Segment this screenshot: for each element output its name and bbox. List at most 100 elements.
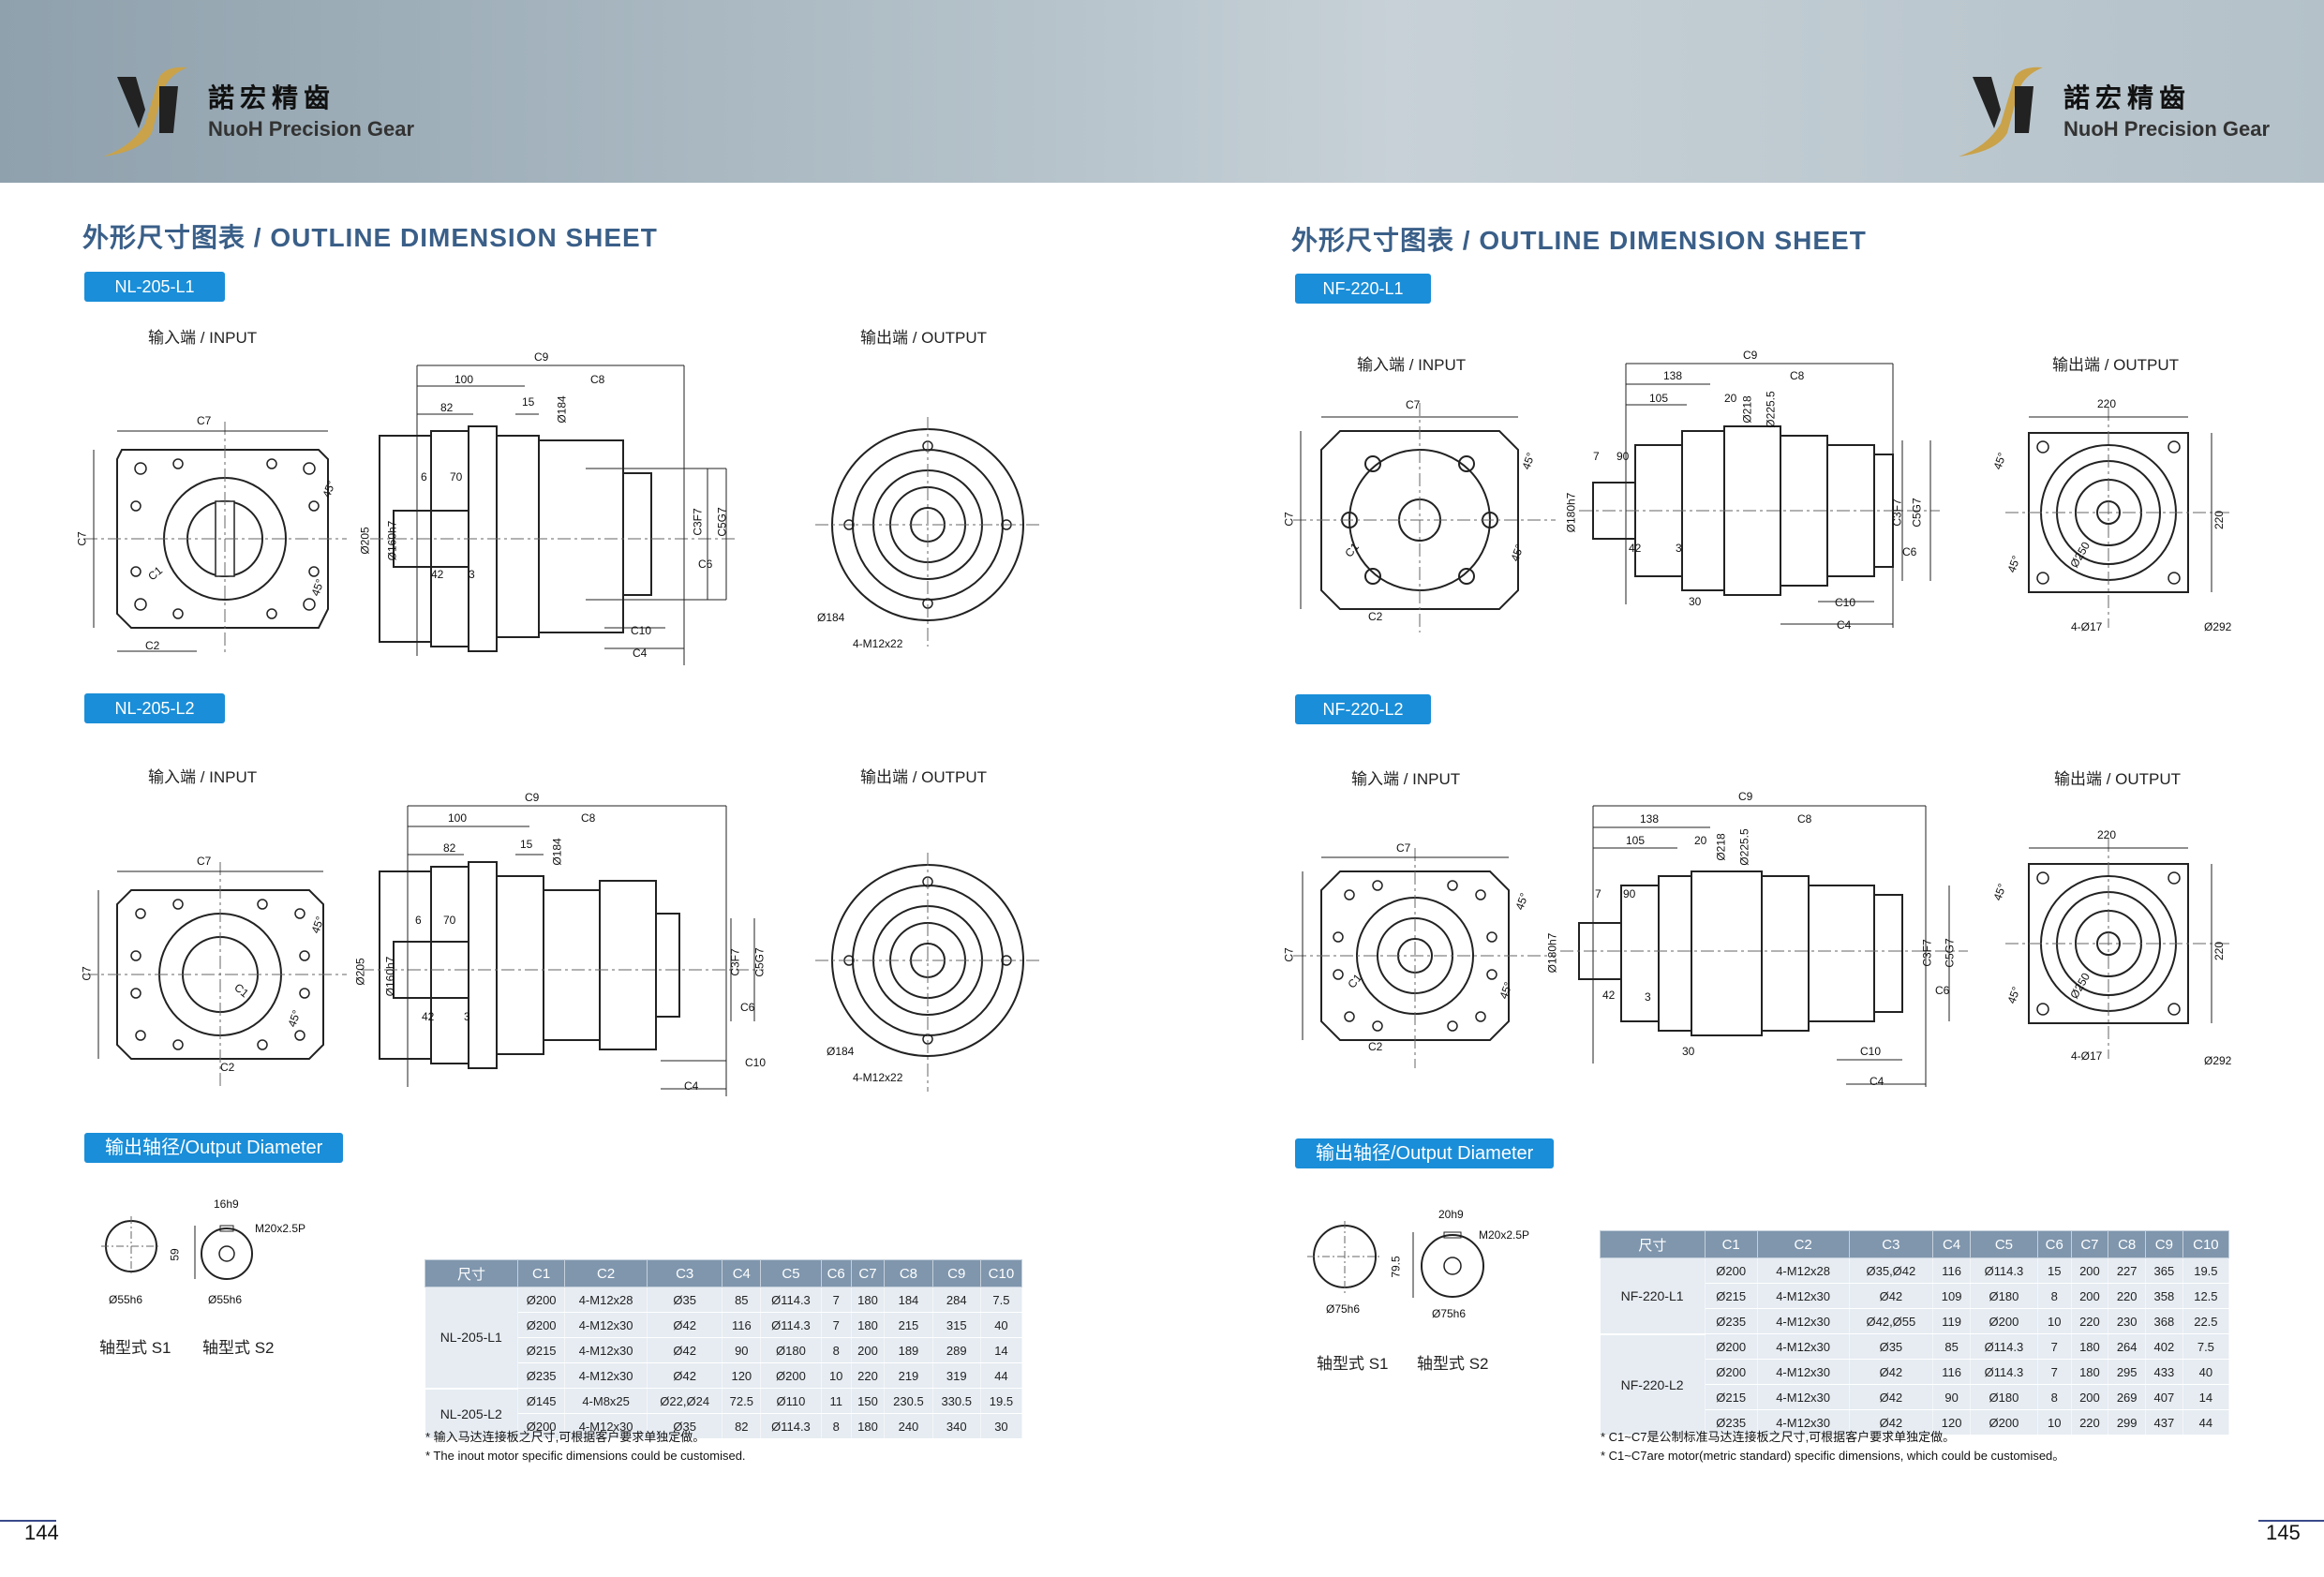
dim-c2: C2 (220, 1061, 235, 1074)
table-cell: 4-M12x30 (564, 1362, 648, 1389)
dim-m12x22: 4-M12x22 (853, 1071, 903, 1084)
dim-42: 42 (1629, 542, 1642, 555)
table-cell: 90 (1932, 1384, 1971, 1410)
dim-c7: C7 (1406, 398, 1421, 411)
table-cell: 116 (1932, 1359, 1971, 1385)
dim-220: 220 (2097, 397, 2117, 410)
table-cell: Ø114.3 (760, 1287, 822, 1313)
dim-c5: C5G7 (1943, 938, 1957, 968)
dim-shaft-d-s1: Ø55h6 (109, 1293, 143, 1306)
page-number-left: 144 (24, 1521, 59, 1544)
input-label: 输入端 / INPUT (148, 329, 258, 347)
table-cell: 407 (2145, 1384, 2183, 1410)
dim-20: 20 (1724, 392, 1737, 405)
dim-thread: M20x2.5P (1479, 1228, 1530, 1242)
table-cell: 189 (884, 1337, 933, 1363)
table-cell: Ø35 (647, 1413, 723, 1439)
table-cell: 15 (2037, 1257, 2072, 1284)
dim-c9: C9 (1738, 790, 1753, 803)
table-cell: Ø200 (517, 1287, 566, 1313)
dim-d205: Ø205 (353, 958, 367, 986)
input-label: 输入端 / INPUT (1357, 356, 1467, 374)
dim-c8: C8 (1790, 369, 1805, 382)
dim-6: 6 (421, 470, 427, 484)
table-header-cell: C1 (517, 1259, 566, 1287)
table-model-cell: NL-205-L2 (425, 1388, 519, 1440)
brand-en: NuoH Precision Gear (2063, 117, 2271, 141)
table-cell: Ø35,Ø42 (1849, 1257, 1934, 1284)
dim-138: 138 (1640, 812, 1660, 826)
table-cell: 22.5 (2182, 1308, 2230, 1334)
dim-70: 70 (450, 470, 463, 484)
dim-d184: Ø184 (550, 838, 564, 866)
table-cell: 365 (2145, 1257, 2183, 1284)
drawing-shaft-diameter-left: Ø55h6 59 16h9 M20x2.5P Ø55h6 (94, 1190, 337, 1312)
table-cell: 4-M12x30 (1757, 1308, 1850, 1334)
dim-d180: Ø180h7 (1564, 492, 1578, 533)
table-cell: 220 (851, 1362, 886, 1389)
drawing-output-face-r2: 220 220 Ø250 45° 45° 4-Ø17 Ø292 (1987, 825, 2249, 1078)
table-cell: Ø200 (517, 1312, 566, 1338)
table-cell: 227 (2108, 1257, 2147, 1284)
table-cell: 7 (821, 1312, 852, 1338)
table-cell: 220 (2108, 1283, 2147, 1309)
dim-c10: C10 (1835, 596, 1856, 609)
table-cell: Ø200 (1705, 1257, 1758, 1284)
note-line: * C1~C7are motor(metric standard) specif… (1601, 1449, 2065, 1463)
dim-c2: C2 (145, 639, 160, 652)
table-header-cell: C6 (820, 1259, 852, 1287)
dim-100: 100 (448, 811, 468, 825)
table-cell: 200 (2071, 1384, 2109, 1410)
table-header-cell: C5 (1969, 1230, 2038, 1258)
dim-c10: C10 (745, 1056, 767, 1069)
dim-70: 70 (443, 914, 456, 927)
table-cell: 4-M12x30 (1757, 1359, 1850, 1385)
dim-6: 6 (415, 914, 422, 927)
table-cell: Ø35 (1849, 1333, 1934, 1360)
table-cell: 7 (2037, 1333, 2072, 1360)
dim-7: 7 (1593, 450, 1600, 463)
table-cell: 4-M12x30 (564, 1312, 648, 1338)
section-title-right: 外形尺寸图表 / OUTLINE DIMENSION SHEET (1291, 226, 1867, 255)
note-line: * C1~C7是公制标准马达连接板之尺寸,可根据客户要求单独定做。 (1601, 1430, 1956, 1444)
dim-d184: Ø184 (827, 1045, 855, 1058)
table-cell: 109 (1932, 1283, 1971, 1309)
table-cell: 7 (2037, 1359, 2072, 1385)
drawing-output-face-r1: 220 220 Ø250 45° 45° 4-Ø17 Ø292 (1987, 394, 2249, 647)
table-cell: 215 (884, 1312, 933, 1338)
dim-c8: C8 (590, 373, 605, 386)
table-cell: 180 (2071, 1333, 2109, 1360)
dim-d180: Ø180h7 (1545, 932, 1559, 974)
table-cell: 219 (884, 1362, 933, 1389)
logo-mark-icon (1959, 67, 2043, 156)
table-cell: 150 (851, 1388, 886, 1414)
dim-shaft-d-s2: Ø55h6 (208, 1293, 243, 1306)
dim-c5: C5G7 (1910, 498, 1924, 528)
dim-c7: C7 (197, 414, 212, 427)
table-cell: 82 (722, 1413, 762, 1439)
table-cell: Ø200 (1970, 1308, 2038, 1334)
table-header-cell: C2 (564, 1259, 648, 1287)
dim-c6: C6 (740, 1001, 755, 1014)
dim-c8: C8 (581, 811, 596, 825)
table-cell: 330.5 (932, 1388, 981, 1414)
dim-d292: Ø292 (2204, 1054, 2232, 1067)
drawing-shaft-diameter-right: Ø75h6 79.5 20h9 M20x2.5P Ø75h6 (1303, 1204, 1546, 1335)
dim-4-d17: 4-Ø17 (2071, 1049, 2103, 1063)
table-cell: 10 (2037, 1308, 2072, 1334)
table-cell: 11 (821, 1388, 852, 1414)
dim-c9: C9 (534, 350, 549, 364)
dim-90: 90 (1623, 887, 1636, 900)
table-header-cell: C10 (2182, 1230, 2230, 1258)
table-header-cell: C5 (760, 1259, 822, 1287)
dim-c3: C3F7 (691, 508, 705, 536)
table-cell: 8 (821, 1337, 852, 1363)
table-cell: 12.5 (2182, 1283, 2230, 1309)
dim-d218: Ø218 (1740, 395, 1754, 424)
